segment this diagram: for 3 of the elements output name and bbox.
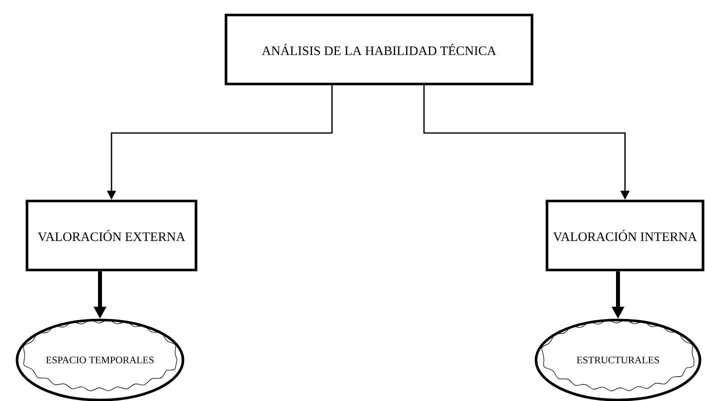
process-box: VALORACIÓN INTERNA (546, 200, 704, 272)
process-box: VALORACIÓN EXTERNA (26, 200, 198, 272)
process-box: ANÁLISIS DE LA HABILIDAD TÉCNICA (224, 14, 534, 86)
